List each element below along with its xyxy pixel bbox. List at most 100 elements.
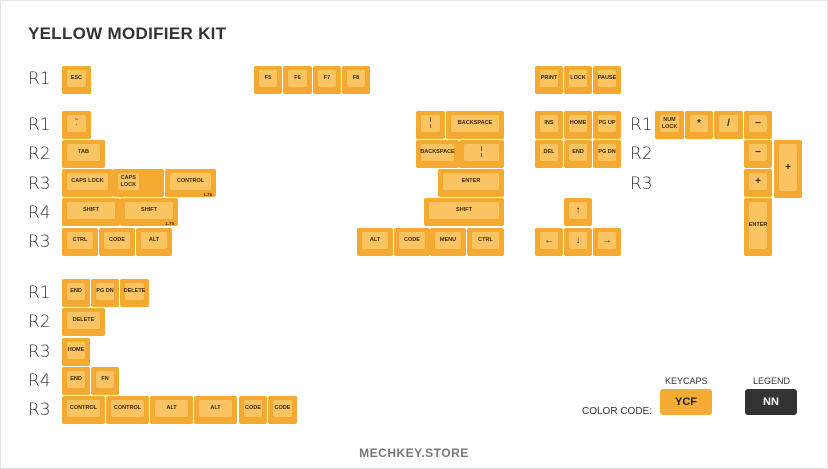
keycap-symbol: ↓ [564,228,592,256]
keycap-enter: ENTER [744,198,772,256]
keycap-legend: SHIFT [67,202,115,219]
keycap-alt: ALT [357,228,393,256]
row-label: R3 [28,174,51,194]
keycap-legend: CAPS LOCK [67,173,108,190]
keycap-legend: − [749,144,767,161]
keycap-menu: MENU [430,228,466,256]
keycap-legend: ALT [141,232,167,249]
row-label: R2 [28,312,51,332]
keycap-legend: CAPS LOCK [118,173,139,190]
keycap-backspace: BACKSPACE [416,140,459,168]
keycap-end: END [564,140,592,168]
keycaps-heading: KEYCAPS [665,376,708,386]
keycap-legend: F8 [347,70,365,87]
row-label: R2 [28,144,51,164]
keycap-legend: ~ ` [67,115,86,132]
keycap-control: CONTROL [62,396,105,424]
keycap-legend: BACKSPACE [420,144,455,161]
keycap-shift: SHIFT [424,198,504,226]
keycap-legend: CONTROL [67,400,100,417]
keycap-pg-dn: PG DN [91,279,119,307]
keycap-legend: DELETE [124,283,145,300]
keycap-pg-dn: PG DN [593,140,621,168]
keycap-legend: SHIFT [125,202,173,219]
page-title: YELLOW MODIFIER KIT [28,24,227,43]
row-label: R1 [28,69,51,89]
keycap-symbol: − [744,111,772,139]
keycap-legend: F6 [288,70,307,87]
keycap-f8: F8 [342,66,370,94]
keycap-legend: | \ [464,144,499,161]
keycap-esc: ESC [62,66,91,94]
keycap-ins: INS [535,111,563,139]
keycap-del: DEL [535,140,563,168]
keycap-legend: CTRL [67,232,93,249]
keycap-num-lock: NUM LOCK [655,111,684,139]
keycap-legend: PAUSE [598,70,616,87]
keycap-legend: ESC [67,70,86,87]
keycap-legend: BACKSPACE [451,115,499,132]
keycap-legend: HOME [569,115,587,132]
keycap-legend: END [569,144,587,161]
keycap-alt: ALT [136,228,172,256]
keycap-f7: F7 [313,66,341,94]
keycap-caps-lock: CAPS LOCK [62,169,113,197]
keycap-shift: SHIFT [62,198,120,226]
keycap-legend: → [598,232,616,249]
keycap-legend: END [67,371,85,388]
keycap-end: END [62,279,90,307]
keycap-symbol: ↑ [564,198,592,226]
keycap-ctrl: CTRL [62,228,98,256]
footer-brand: MECHKEY.STORE [359,446,469,460]
keycap-legend: CODE [104,232,130,249]
row-label: R3 [28,342,51,362]
keycap-legend: ← [540,232,558,249]
keycap-symbol: * [685,111,713,139]
keycap-pause: PAUSE [593,66,621,94]
keycap-legend: FN [96,371,114,388]
row-label: R3 [28,400,51,420]
keycap-end: END [62,367,90,395]
keycap-symbol: | \ [416,111,445,139]
legend-heading: LEGEND [753,376,791,386]
keycap-legend: * [690,115,708,132]
keycap-legend: ALT [155,400,188,417]
keycap-legend: ↑ [569,202,587,219]
row-label: R1 [28,283,51,303]
keycap-f6: F6 [283,66,312,94]
keycap-symbol: − [744,140,772,168]
keycap-print: PRINT [535,66,563,94]
keycap-delete: DELETE [62,308,105,336]
keycap-legend: CODE [244,400,262,417]
keycap-legend: END [67,283,85,300]
keycap-legend: TAB [67,144,100,161]
row-label: R3 [28,232,51,252]
keycap-backspace: BACKSPACE [446,111,504,139]
keycap-legend: CODE [273,400,292,417]
keycap-tab: TAB [62,140,105,168]
keycap-caps-lock: CAPS LOCK [113,169,164,197]
keycap-legend: DEL [540,144,558,161]
row-label: R3 [630,174,653,194]
keycap-code: CODE [99,228,135,256]
color-code-label: COLOR CODE: [582,406,653,417]
keycap-legend: ↓ [569,232,587,249]
keycap-legend: CONTROL [111,400,144,417]
keycap-legend: − [749,115,767,132]
keycap-legend: + [749,173,767,190]
keycap-symbol: / [714,111,743,139]
row-label: R1 [630,115,653,135]
keycap-legend: ALT [199,400,232,417]
keycap-legend: | \ [421,115,440,132]
keycap-code: CODE [268,396,297,424]
keycap-pg-up: PG UP [593,111,621,139]
keycap-symbol: ~ ` [62,111,91,139]
keycap-lock: LOCK [564,66,592,94]
legend-color-swatch: NN [745,389,797,415]
row-label: R4 [28,371,51,391]
keycap-legend: ENTER [749,202,767,249]
keycap-legend: HOME [67,342,85,359]
keycap-delete: DELETE [120,279,149,307]
